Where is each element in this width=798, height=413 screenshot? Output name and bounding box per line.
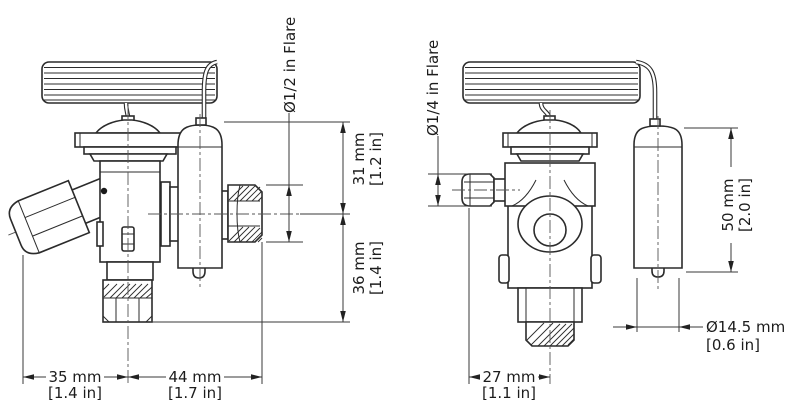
capillary-coil-icon — [462, 61, 641, 104]
flare-size-label-right: Ø1/4 in Flare — [424, 39, 442, 136]
left-view-drawing — [8, 59, 334, 384]
dim-bulb-diameter-label: Ø14.5 mm [0.6 in] — [706, 318, 786, 354]
right-view-drawing — [452, 59, 683, 384]
outlet-flare-nut — [227, 184, 263, 243]
dim-35mm-label: 35 mm [1.4 in] — [46, 368, 104, 402]
dim-36mm-label: 36 mm [1.4 in] — [350, 241, 385, 296]
capillary-coil-icon — [41, 61, 218, 104]
diaphragm-dome — [94, 119, 162, 134]
diaphragm-dome — [515, 119, 583, 134]
hex-hatching — [228, 185, 263, 243]
diaphragm-housing — [74, 132, 186, 148]
index-dot — [100, 187, 108, 195]
dim-50mm-label: 50 mm [2.0 in] — [719, 167, 754, 243]
dim-27mm-label: 27 mm [1.1 in] — [480, 368, 538, 402]
dim-31mm-label: 31 mm [1.2 in] — [350, 132, 385, 187]
dim-44mm-label: 44 mm [1.7 in] — [166, 368, 224, 402]
flare-size-label-left: Ø1/2 in Flare — [281, 16, 299, 113]
thread-hatching — [526, 322, 575, 347]
